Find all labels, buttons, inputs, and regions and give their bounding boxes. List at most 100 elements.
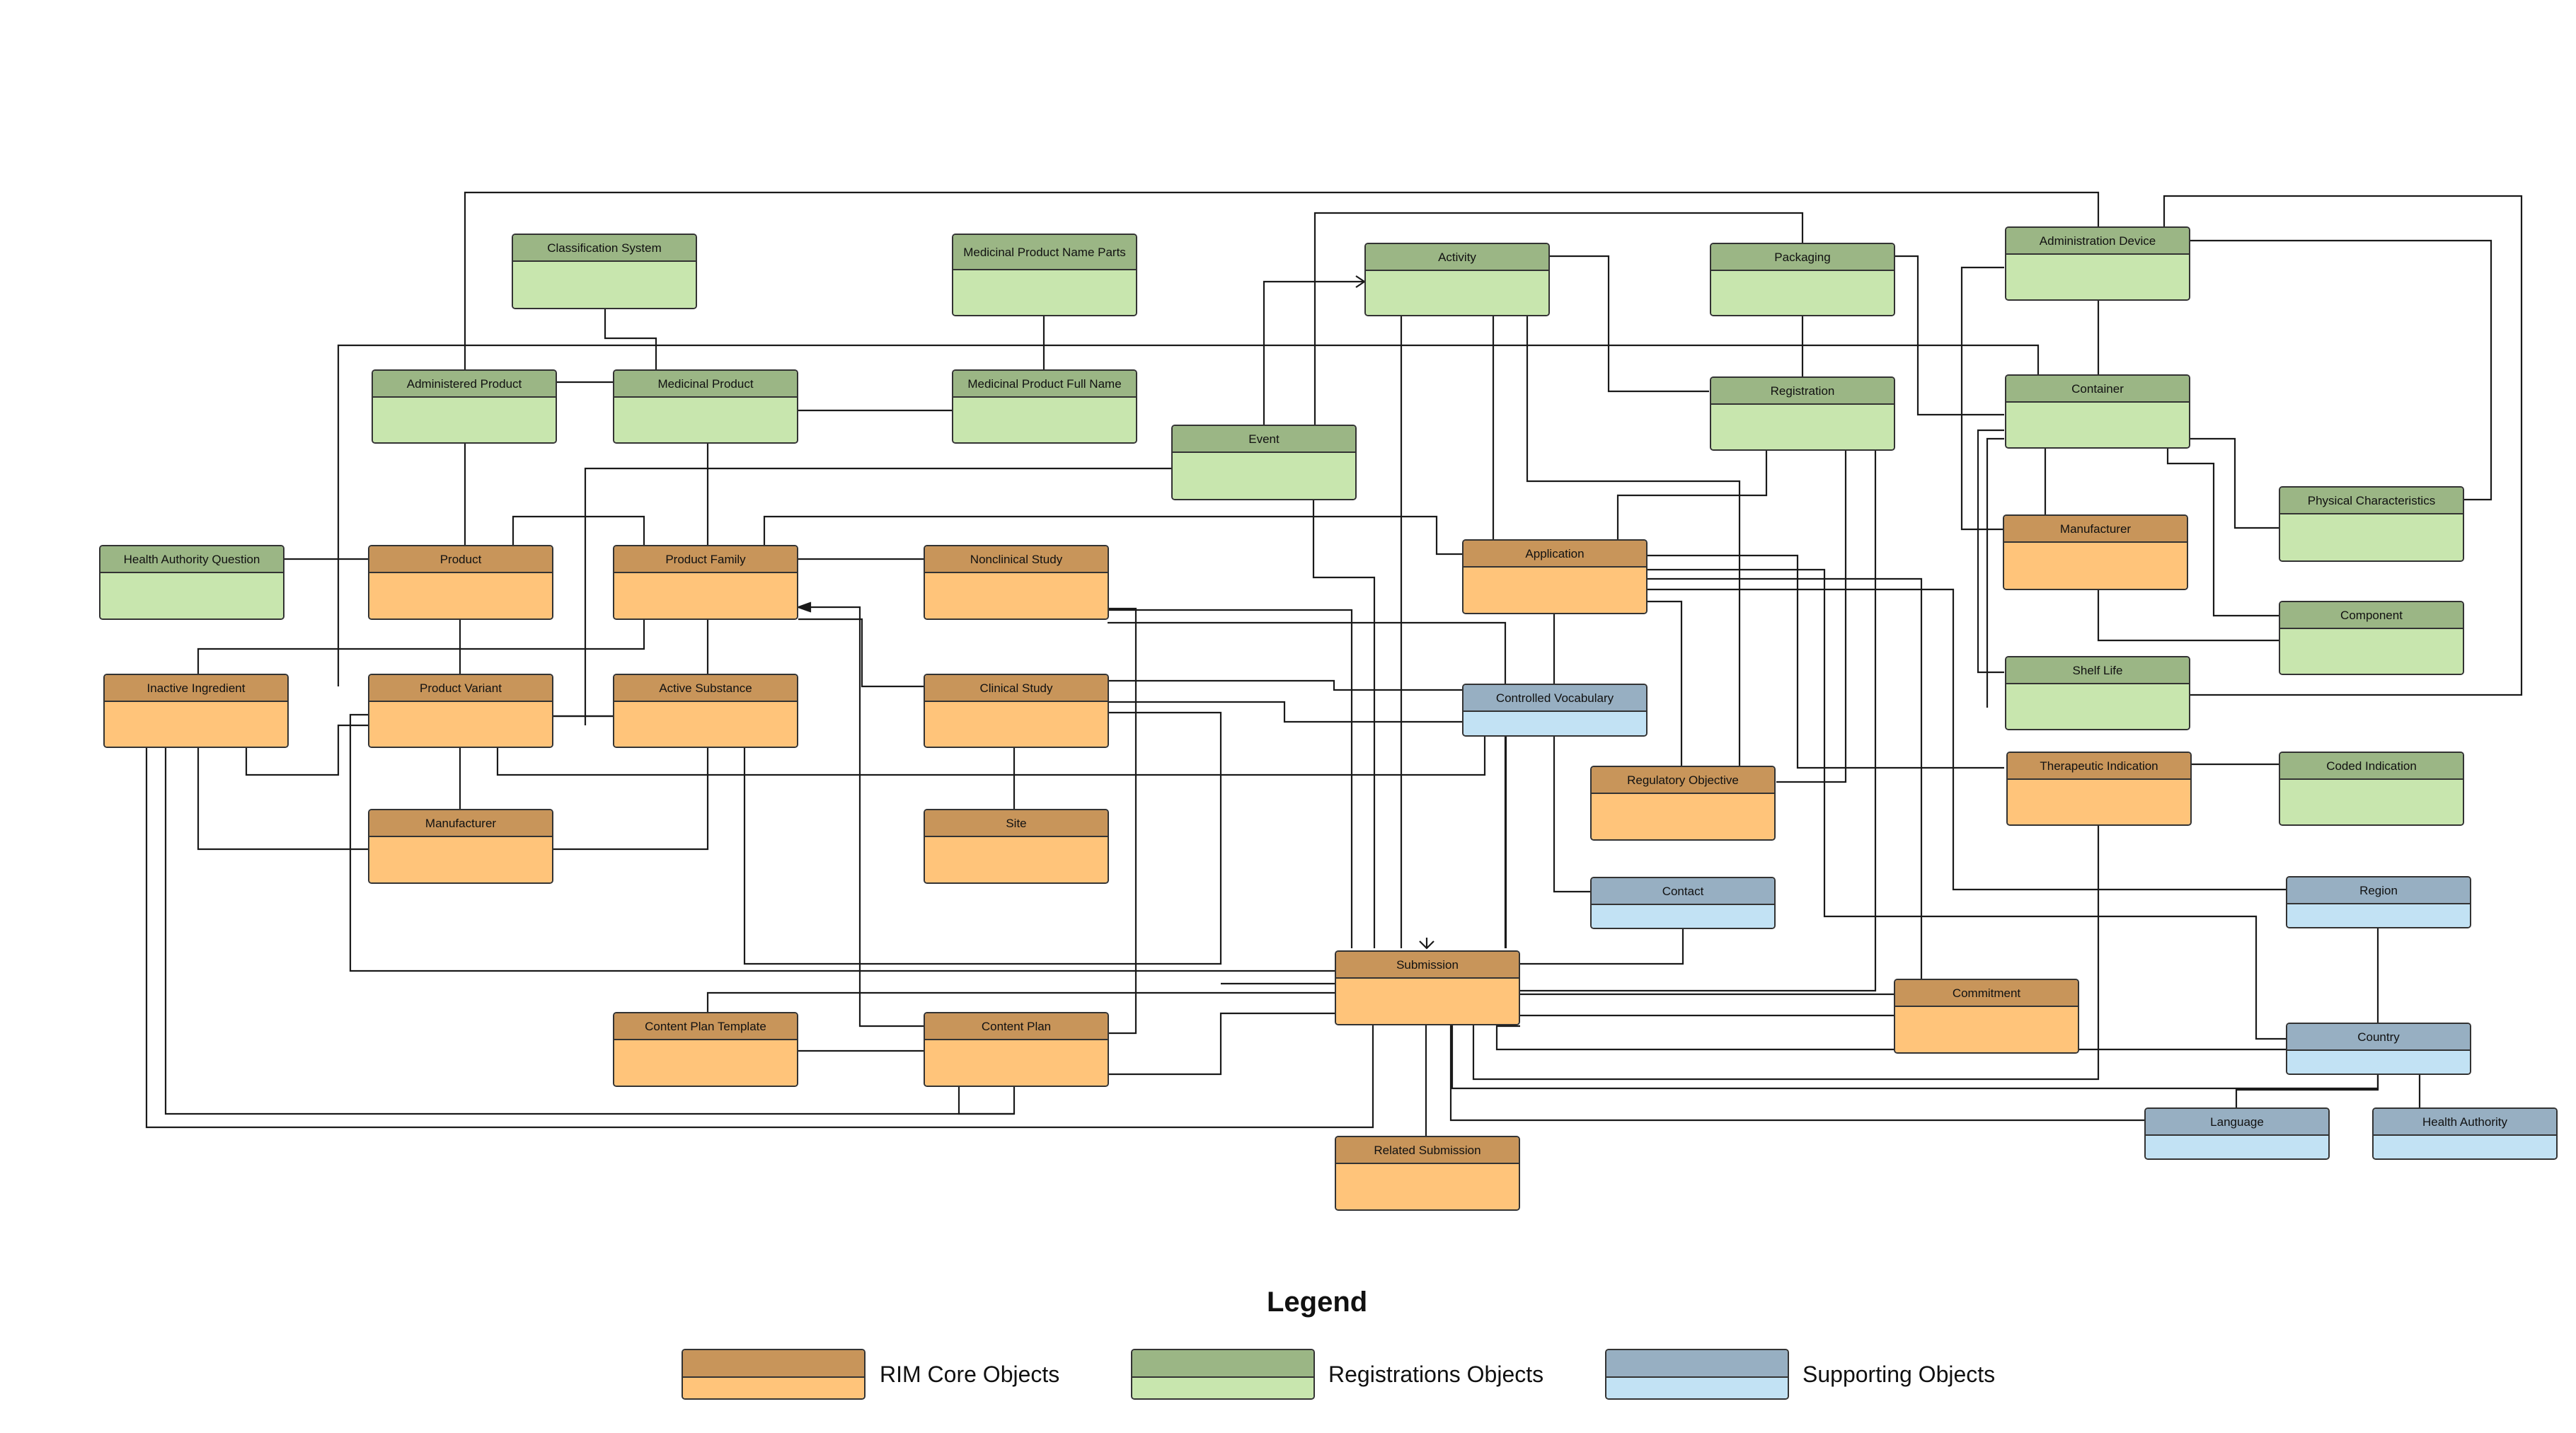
legend-label-core: RIM Core Objects <box>880 1362 1060 1387</box>
entity-controlled-vocabulary[interactable]: Controlled Vocabulary <box>1462 684 1648 737</box>
entity-contact[interactable]: Contact <box>1590 877 1776 929</box>
connector <box>197 747 368 851</box>
entity-title: Site <box>925 810 1108 837</box>
entity-medicinal-product[interactable]: Medicinal Product <box>613 369 798 444</box>
connector <box>1108 1012 1336 1076</box>
connector <box>706 991 1336 1012</box>
entity-product-variant[interactable]: Product Variant <box>368 674 553 748</box>
entity-title: Administration Device <box>2006 228 2189 255</box>
entity-inactive-ingredient[interactable]: Inactive Ingredient <box>103 674 289 748</box>
connector <box>584 467 1171 725</box>
entity-submission[interactable]: Submission <box>1335 950 1520 1025</box>
connector <box>496 736 1486 776</box>
connector <box>1616 451 1768 539</box>
entity-medicinal-product-name-parts[interactable]: Medicinal Product Name Parts <box>952 234 1137 316</box>
connector <box>145 747 1374 1129</box>
connector <box>1645 600 1683 766</box>
connector <box>197 619 645 674</box>
connector <box>1526 316 1741 771</box>
legend-swatch-core <box>682 1349 866 1400</box>
entity-clinical-study[interactable]: Clinical Study <box>924 674 1109 748</box>
entity-therapeutic-indication[interactable]: Therapeutic Indication <box>2006 752 2192 826</box>
entity-content-plan-template[interactable]: Content Plan Template <box>613 1012 798 1087</box>
entity-site[interactable]: Site <box>924 809 1109 884</box>
entity-title: Medicinal Product Name Parts <box>953 235 1136 270</box>
entity-title: Manufacturer <box>369 810 552 837</box>
entity-manufacturer-reg[interactable]: Manufacturer <box>2003 514 2188 590</box>
entity-administered-product[interactable]: Administered Product <box>372 369 557 444</box>
connector <box>1472 824 2100 1081</box>
entity-title: Inactive Ingredient <box>105 675 287 702</box>
entity-country[interactable]: Country <box>2286 1023 2471 1075</box>
arrowhead <box>795 602 812 613</box>
entity-title: Regulatory Objective <box>1592 767 1774 794</box>
entity-event[interactable]: Event <box>1171 425 1357 500</box>
connector <box>807 606 924 1028</box>
entity-title: Classification System <box>513 235 696 262</box>
entity-title: Country <box>2287 1024 2470 1051</box>
entity-content-plan[interactable]: Content Plan <box>924 1012 1109 1087</box>
connector <box>1645 588 2286 891</box>
connector <box>1895 255 2004 416</box>
connector <box>2189 437 2280 529</box>
entity-activity[interactable]: Activity <box>1364 243 1550 316</box>
connector <box>1495 1025 2286 1051</box>
entity-registration[interactable]: Registration <box>1710 376 1895 451</box>
connector <box>1520 929 1684 965</box>
entity-active-substance[interactable]: Active Substance <box>613 674 798 748</box>
entity-classification-system[interactable]: Classification System <box>512 234 697 309</box>
entity-title: Health Authority <box>2374 1109 2556 1136</box>
entity-regulatory-objective[interactable]: Regulatory Objective <box>1590 766 1776 841</box>
entity-title: Submission <box>1336 952 1519 979</box>
entity-title: Medicinal Product <box>614 371 797 398</box>
connector <box>1548 255 1709 393</box>
connector <box>1313 212 1804 432</box>
entity-title: Component <box>2280 602 2463 629</box>
legend-label-registrations: Registrations Objects <box>1328 1362 1544 1387</box>
connector <box>1108 607 1137 1035</box>
entity-title: Therapeutic Indication <box>2008 753 2190 780</box>
connector <box>1645 554 2004 769</box>
entity-nonclinical-study[interactable]: Nonclinical Study <box>924 545 1109 620</box>
entity-container[interactable]: Container <box>2005 374 2190 449</box>
entity-title: Commitment <box>1895 980 2078 1007</box>
entity-title: Administered Product <box>373 371 556 398</box>
entity-title: Registration <box>1711 378 1894 405</box>
connector <box>1108 701 1464 723</box>
entity-commitment[interactable]: Commitment <box>1894 979 2079 1054</box>
connector <box>1108 609 1353 948</box>
connector <box>2163 195 2523 696</box>
connector <box>164 747 1014 1115</box>
entity-component[interactable]: Component <box>2279 601 2464 675</box>
entity-language[interactable]: Language <box>2144 1107 2330 1160</box>
entity-region[interactable]: Region <box>2286 876 2471 928</box>
connector <box>1108 621 1507 948</box>
entity-title: Content Plan Template <box>614 1013 797 1040</box>
entity-manufacturer-core[interactable]: Manufacturer <box>368 809 553 884</box>
entity-title: Related Submission <box>1336 1137 1519 1164</box>
entity-title: Product Family <box>614 546 797 573</box>
entity-title: Product Variant <box>369 675 552 702</box>
connector <box>1263 280 1364 425</box>
entity-packaging[interactable]: Packaging <box>1710 243 1895 316</box>
connector <box>743 711 1222 965</box>
entity-administration-device[interactable]: Administration Device <box>2005 226 2190 301</box>
entity-coded-indication[interactable]: Coded Indication <box>2279 752 2464 826</box>
entity-health-authority[interactable]: Health Authority <box>2372 1107 2558 1160</box>
entity-health-authority-question[interactable]: Health Authority Question <box>99 545 284 620</box>
entity-title: Language <box>2146 1109 2328 1136</box>
entity-title: Region <box>2287 877 2470 904</box>
entity-title: Shelf Life <box>2006 657 2189 684</box>
entity-product[interactable]: Product <box>368 545 553 620</box>
entity-application[interactable]: Application <box>1462 539 1648 614</box>
entity-related-submission[interactable]: Related Submission <box>1335 1136 1520 1211</box>
entity-medicinal-product-full-name[interactable]: Medicinal Product Full Name <box>952 369 1137 444</box>
entity-physical-characteristics[interactable]: Physical Characteristics <box>2279 486 2464 562</box>
connector <box>512 515 645 545</box>
legend-swatch-registrations <box>1131 1349 1315 1400</box>
connector <box>1108 679 1464 691</box>
entity-shelf-life[interactable]: Shelf Life <box>2005 656 2190 730</box>
entity-title: Event <box>1173 426 1355 453</box>
entity-product-family[interactable]: Product Family <box>613 545 798 620</box>
